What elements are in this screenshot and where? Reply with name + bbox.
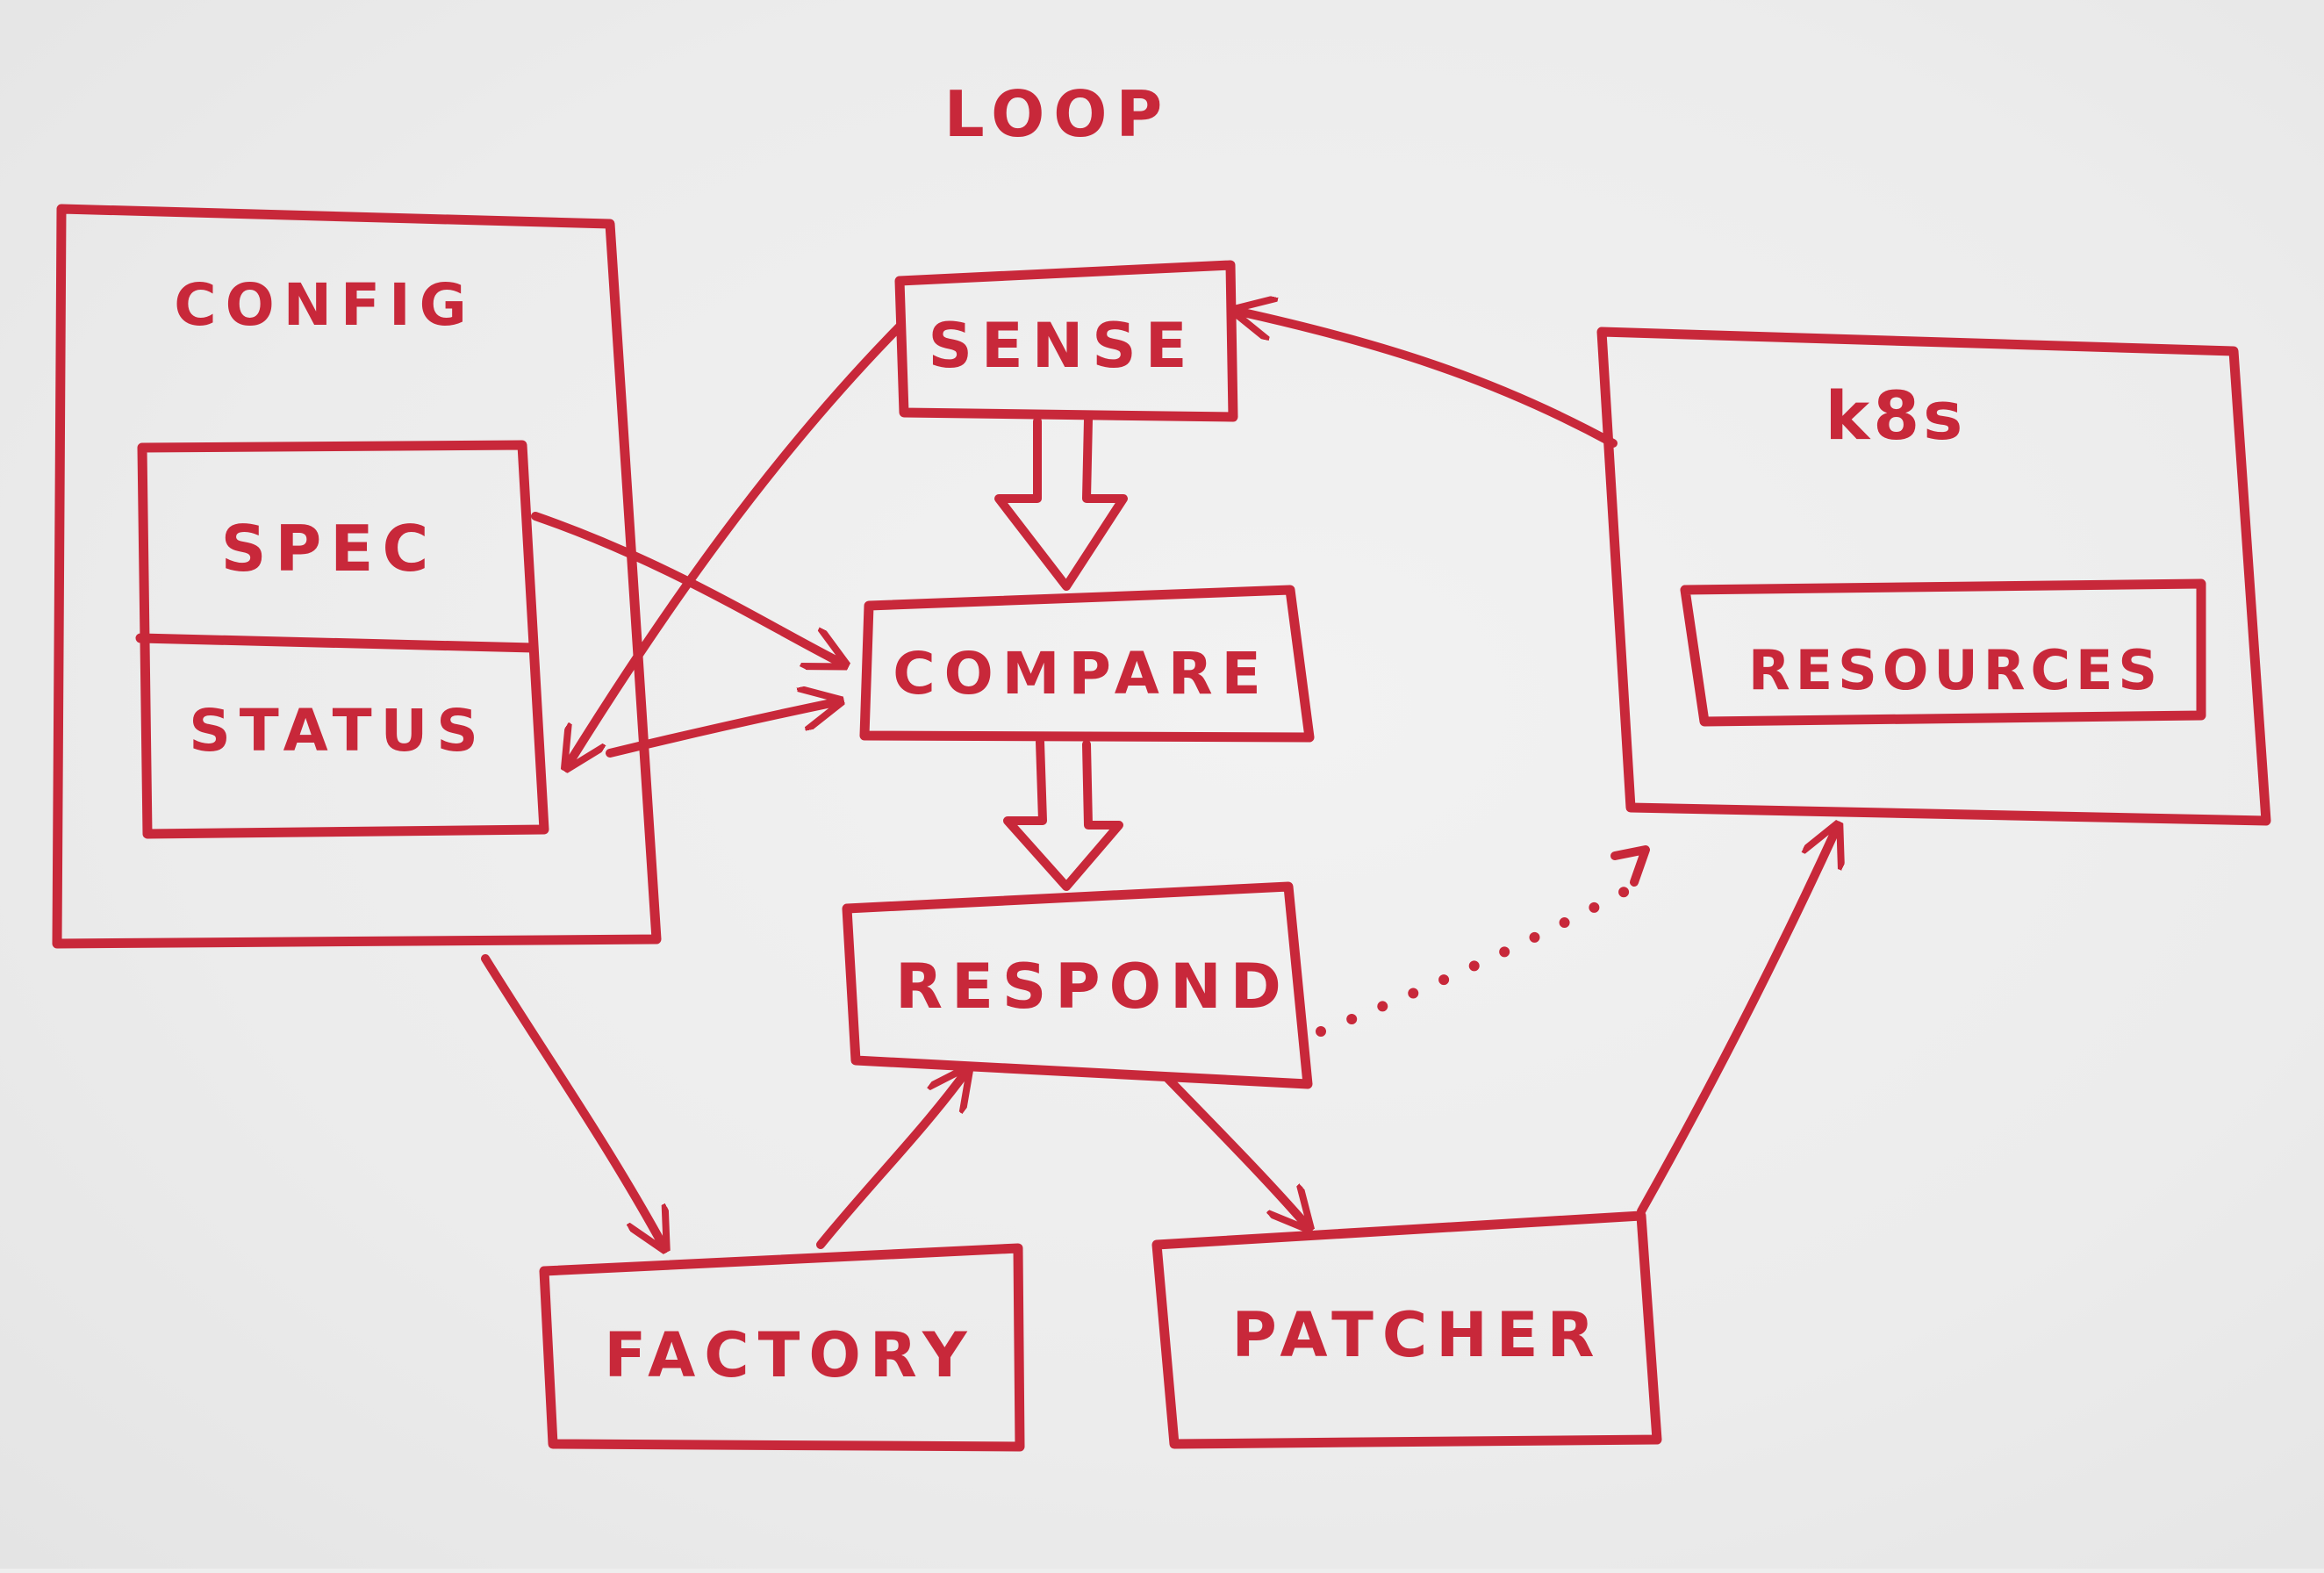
sense-box: SENSE [894, 260, 1238, 422]
factory-to-respond-arrow [816, 1073, 965, 1249]
resources-box: RESOURCES [1680, 578, 2206, 727]
compare-label: COMPARE [893, 640, 1270, 707]
respond-to-patcher-arrow [1163, 1074, 1306, 1225]
patcher-box: PATCHER [1151, 1210, 1662, 1449]
spec-label: SPEC [221, 512, 438, 585]
patcher-label: PATCHER [1231, 1299, 1603, 1371]
factory-box: FACTORY [539, 1243, 1025, 1452]
status-to-compare-arrow [606, 702, 836, 758]
compare-box: COMPARE [859, 585, 1315, 743]
compare-to-respond-arrow [1003, 737, 1123, 891]
patcher-to-k8s-arrow [1637, 830, 1836, 1216]
resources-label: RESOURCES [1748, 638, 2163, 702]
respond-box: RESPOND [842, 881, 1313, 1089]
sense-to-status-arrow [569, 322, 904, 764]
spec-to-compare-arrow [531, 512, 841, 663]
respond-to-k8s-dotted-arrow [1316, 883, 1636, 1037]
spec-status-box: SPEC STATUS [135, 440, 549, 839]
sense-to-compare-arrow [994, 415, 1128, 591]
factory-label: FACTORY [604, 1319, 975, 1391]
dotted-arrow-head [1610, 845, 1650, 887]
config-to-factory-arrow [481, 954, 663, 1245]
k8s-box: k8s [1596, 327, 2271, 826]
respond-label: RESPOND [895, 951, 1290, 1023]
config-label: CONFIG [174, 271, 476, 339]
status-label: STATUS [189, 697, 487, 765]
k8s-label: k8s [1825, 377, 1967, 455]
config-box: CONFIG [52, 204, 662, 949]
k8s-to-sense-arrow [1239, 312, 1617, 448]
diagram-title: LOOP [944, 77, 1172, 151]
sense-label: SENSE [928, 310, 1195, 382]
